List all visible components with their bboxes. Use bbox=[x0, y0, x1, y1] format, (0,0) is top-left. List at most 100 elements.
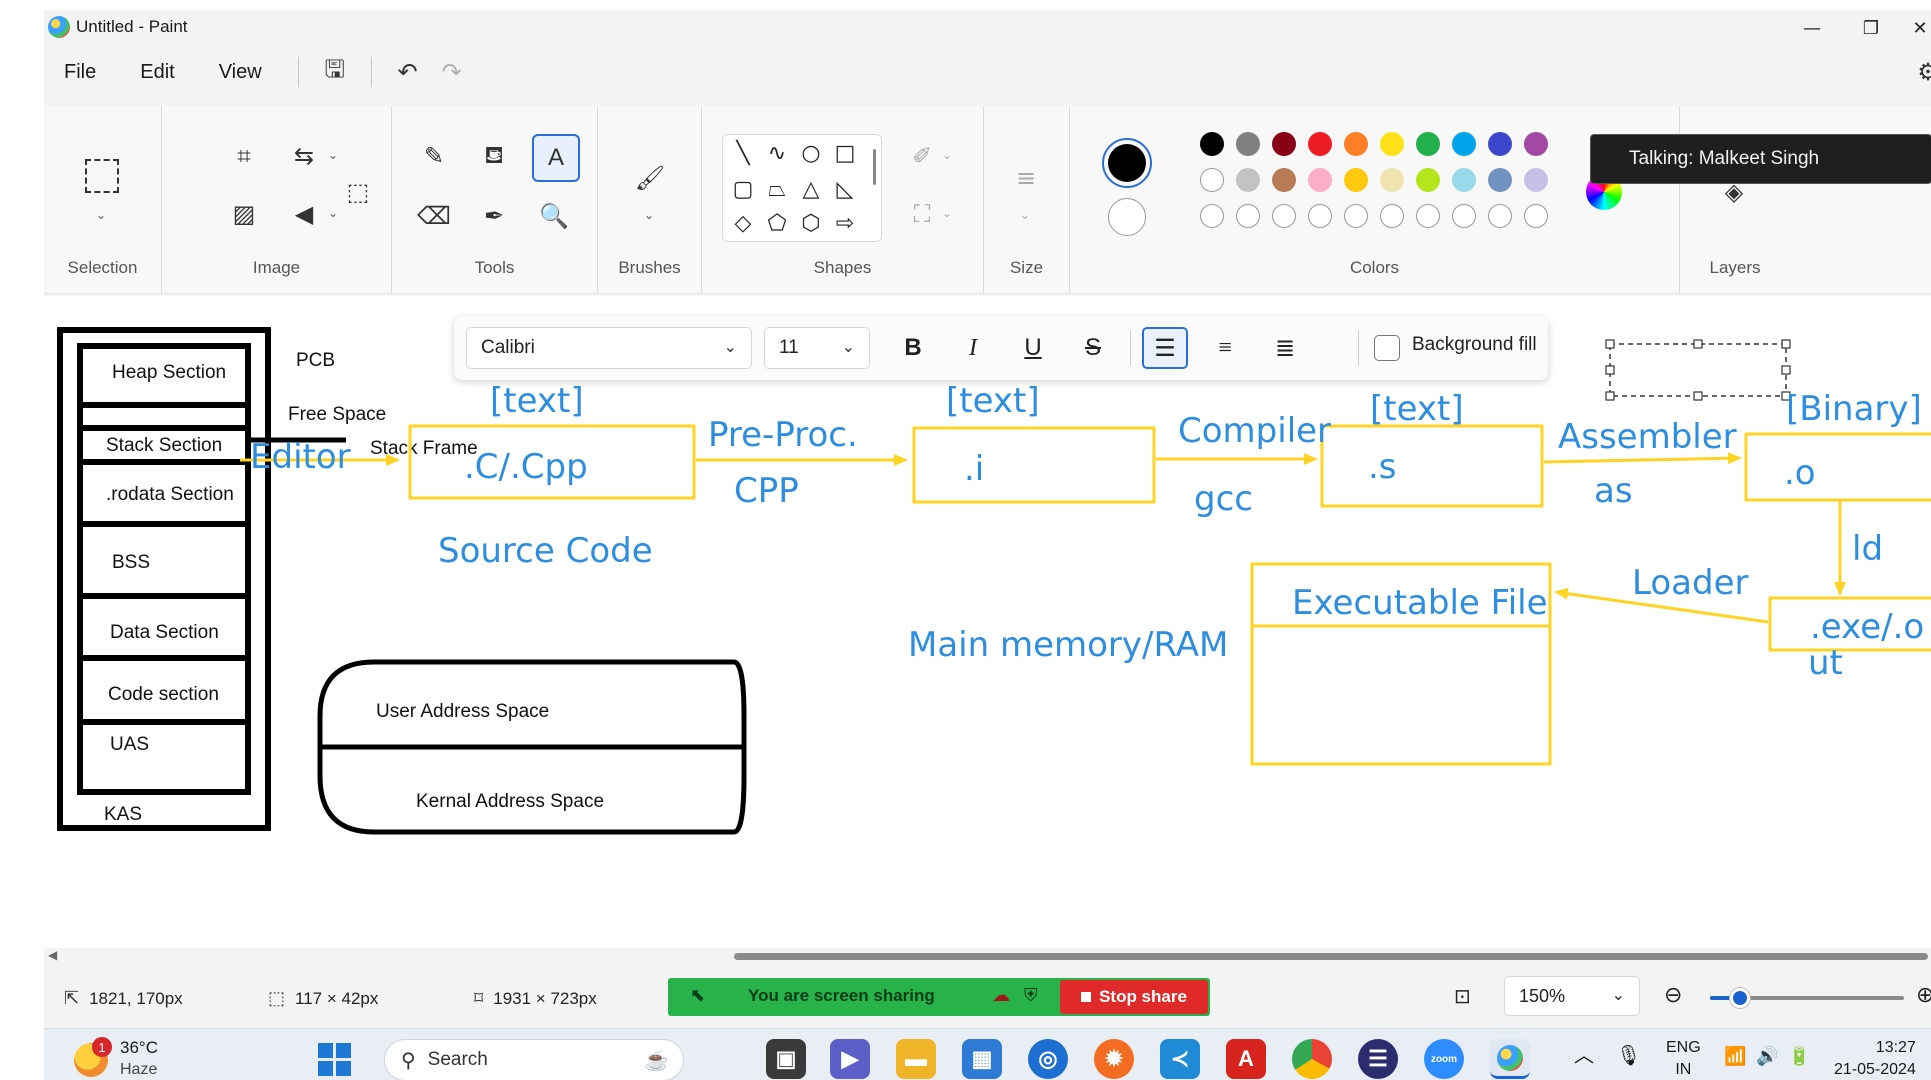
font-family-dropdown[interactable]: Calibri ⌄ bbox=[466, 327, 752, 369]
color-swatch[interactable] bbox=[1524, 132, 1548, 156]
color-swatch[interactable] bbox=[1452, 168, 1476, 192]
layers-icon[interactable]: ◈ bbox=[1724, 178, 1744, 206]
file-explorer-icon[interactable]: ▬ bbox=[896, 1039, 936, 1079]
color-swatch[interactable] bbox=[1308, 168, 1332, 192]
color-swatch[interactable] bbox=[1416, 168, 1440, 192]
zoom-app-icon[interactable]: zoom bbox=[1424, 1039, 1464, 1079]
stop-share-button[interactable]: Stop share bbox=[1060, 980, 1208, 1014]
polygon-shape-icon[interactable]: ⏢ bbox=[768, 176, 786, 202]
color-swatch[interactable] bbox=[1308, 132, 1332, 156]
menu-view[interactable]: View bbox=[218, 60, 262, 83]
zoom-slider-knob[interactable] bbox=[1730, 988, 1750, 1008]
drag-handle-icon[interactable]: ⬉ bbox=[690, 985, 706, 1006]
bold-button[interactable]: B bbox=[904, 334, 922, 361]
image-select-icon[interactable]: ⬚ bbox=[346, 178, 370, 206]
pencil-icon[interactable]: ✎ bbox=[423, 142, 445, 170]
selection-rectangle-icon[interactable] bbox=[82, 156, 122, 196]
chrome-icon[interactable] bbox=[1292, 1039, 1332, 1079]
scrollbar-thumb[interactable] bbox=[734, 953, 1928, 960]
align-left-icon[interactable]: ☰ bbox=[1142, 327, 1188, 369]
menu-edit[interactable]: Edit bbox=[140, 60, 175, 83]
fill-bucket-icon[interactable]: ⛾ bbox=[484, 140, 504, 169]
scroll-left-icon[interactable]: ◀ bbox=[48, 948, 58, 962]
triangle-shape-icon[interactable]: △ bbox=[802, 176, 820, 202]
magnifier-icon[interactable]: 🔍 bbox=[539, 202, 569, 230]
save-icon[interactable]: 🖫 bbox=[324, 54, 345, 83]
drawing-canvas[interactable]: Heap Section Stack Section .rodata Secti… bbox=[44, 296, 1931, 948]
crop-icon[interactable]: ⌗ bbox=[237, 142, 251, 170]
color-swatch[interactable] bbox=[1416, 132, 1440, 156]
diamond-shape-icon[interactable]: ◇ bbox=[734, 210, 752, 236]
minimize-button[interactable]: — bbox=[1803, 17, 1821, 39]
outline-icon[interactable]: ✐ bbox=[911, 142, 933, 170]
primary-color[interactable] bbox=[1102, 138, 1152, 188]
color-picker-icon[interactable]: ✒ bbox=[483, 202, 505, 230]
chevron-down-icon[interactable]: ⌄ bbox=[328, 148, 339, 162]
firefox-icon[interactable]: ✹ bbox=[1094, 1039, 1134, 1079]
line-shape-icon[interactable]: ╲ bbox=[736, 140, 750, 166]
resize-icon[interactable]: ⇆ bbox=[293, 142, 315, 170]
zoom-in-icon[interactable]: ⊕ bbox=[1916, 982, 1931, 1007]
secondary-color[interactable] bbox=[1108, 198, 1146, 236]
battery-icon[interactable]: 🔋 bbox=[1788, 1046, 1811, 1066]
custom-color-slot[interactable] bbox=[1488, 204, 1512, 228]
custom-color-slot[interactable] bbox=[1200, 204, 1224, 228]
paint-taskbar-icon[interactable] bbox=[1490, 1039, 1530, 1079]
custom-color-slot[interactable] bbox=[1416, 204, 1440, 228]
volume-icon[interactable]: 🔊 bbox=[1756, 1046, 1779, 1066]
restore-button[interactable]: ❐ bbox=[1862, 17, 1880, 39]
zoom-slider[interactable] bbox=[1710, 988, 1904, 1008]
chevron-down-icon[interactable]: ⌄ bbox=[644, 208, 655, 222]
custom-color-slot[interactable] bbox=[1272, 204, 1296, 228]
chevron-down-icon[interactable]: ⌄ bbox=[942, 206, 953, 220]
color-swatch[interactable] bbox=[1488, 168, 1512, 192]
shapes-scrollbar[interactable] bbox=[873, 149, 876, 185]
chevron-down-icon[interactable]: ⌄ bbox=[328, 206, 339, 220]
vscode-icon[interactable]: ≺ bbox=[1160, 1039, 1200, 1079]
color-swatch[interactable] bbox=[1272, 168, 1296, 192]
weather-temp[interactable]: 36°C bbox=[120, 1038, 158, 1057]
underline-button[interactable]: U bbox=[1024, 334, 1042, 361]
color-swatch[interactable] bbox=[1380, 132, 1404, 156]
hexagon-shape-icon[interactable]: ⬡ bbox=[801, 210, 821, 236]
italic-button[interactable]: I bbox=[969, 334, 977, 361]
stroke-size-icon[interactable]: ≡ bbox=[1015, 164, 1037, 192]
color-swatch[interactable] bbox=[1200, 132, 1224, 156]
brush-icon[interactable]: 🖌 bbox=[634, 164, 666, 192]
chevron-down-icon[interactable]: ⌄ bbox=[96, 208, 107, 222]
custom-color-slot[interactable] bbox=[1524, 204, 1548, 228]
color-swatch[interactable] bbox=[1272, 132, 1296, 156]
custom-color-slot[interactable] bbox=[1380, 204, 1404, 228]
color-swatch[interactable] bbox=[1380, 168, 1404, 192]
close-button[interactable]: ✕ bbox=[1912, 17, 1928, 39]
taskbar-search[interactable]: ⚲ Search ☕ bbox=[384, 1039, 684, 1080]
custom-color-slot[interactable] bbox=[1308, 204, 1332, 228]
right-triangle-shape-icon[interactable]: ◺ bbox=[836, 176, 854, 202]
pentagon-shape-icon[interactable]: ⬠ bbox=[767, 210, 787, 236]
windows-start-icon[interactable] bbox=[314, 1039, 354, 1079]
remove-background-icon[interactable]: ▨ bbox=[232, 200, 256, 228]
eclipse-icon[interactable]: ☰ bbox=[1358, 1039, 1398, 1079]
teams-meet-icon[interactable]: ▶ bbox=[830, 1039, 870, 1079]
fit-to-window-icon[interactable]: ⊡ bbox=[1454, 986, 1471, 1008]
align-right-icon[interactable]: ≣ bbox=[1274, 335, 1296, 362]
task-view-icon[interactable]: ▣ bbox=[766, 1039, 806, 1079]
clock[interactable]: 13:27 21-05-2024 bbox=[1834, 1037, 1916, 1080]
custom-color-slot[interactable] bbox=[1452, 204, 1476, 228]
zoom-out-icon[interactable]: ⊖ bbox=[1664, 982, 1683, 1007]
align-center-icon[interactable]: ≡ bbox=[1218, 334, 1232, 361]
redo-icon[interactable]: ↷ bbox=[441, 58, 462, 86]
color-swatch[interactable] bbox=[1488, 132, 1512, 156]
color-swatch[interactable] bbox=[1236, 132, 1260, 156]
eraser-icon[interactable]: ⌫ bbox=[417, 202, 451, 230]
undo-icon[interactable]: ↶ bbox=[397, 58, 418, 86]
microsoft-store-icon[interactable]: ▦ bbox=[962, 1039, 1002, 1079]
horizontal-scrollbar[interactable]: ◀ bbox=[44, 948, 1931, 964]
acrobat-icon[interactable]: A bbox=[1226, 1039, 1266, 1079]
wifi-icon[interactable]: 📶 bbox=[1724, 1046, 1747, 1066]
color-swatch[interactable] bbox=[1344, 168, 1368, 192]
color-swatch[interactable] bbox=[1344, 132, 1368, 156]
background-fill-checkbox[interactable] bbox=[1374, 335, 1400, 361]
color-swatch[interactable] bbox=[1236, 168, 1260, 192]
strikethrough-button[interactable]: S bbox=[1084, 334, 1101, 361]
